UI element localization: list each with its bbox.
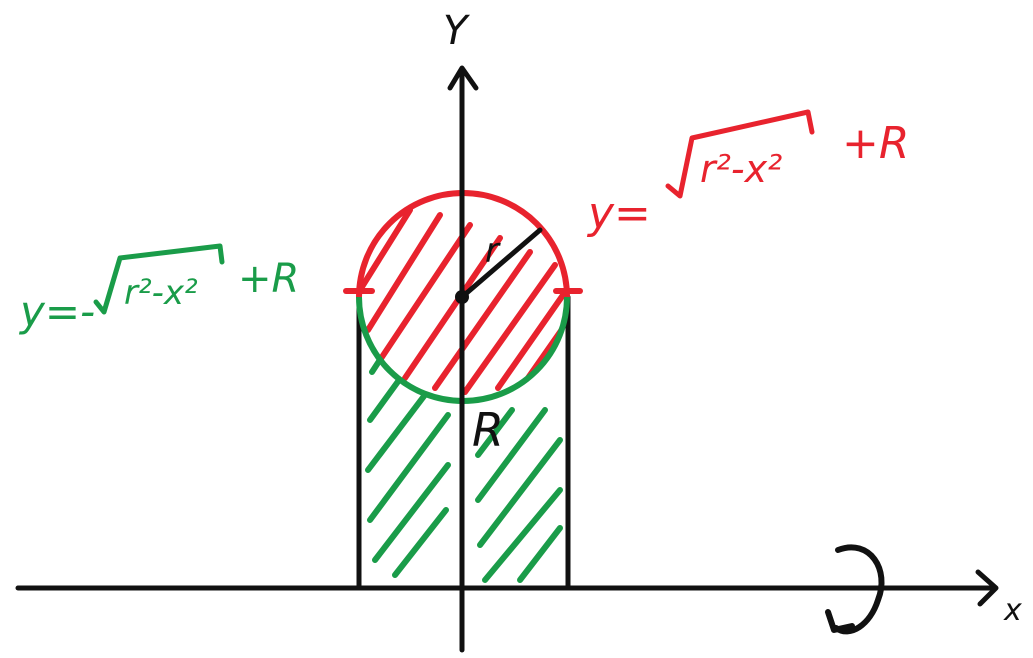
y-axis-label: Y (443, 8, 471, 54)
circle-hatching (360, 207, 566, 395)
lower-curve-radical-sign (93, 243, 225, 315)
lower-curve-radicand: r²-x² (124, 273, 198, 313)
upper-curve-suffix: +R (842, 118, 909, 169)
lower-region-hatching (365, 349, 563, 583)
big-radius-label: R (472, 403, 504, 457)
lower-curve-equation: y=- r²-x² +R (18, 243, 299, 336)
y-axis-arrowhead (447, 65, 479, 91)
upper-curve-equation: y= r²-x² +R (586, 109, 909, 239)
x-axis-arrowhead (975, 569, 999, 607)
upper-curve-radical-sign (665, 109, 815, 199)
small-radius-label: r (485, 231, 501, 271)
radius-line (459, 227, 543, 300)
upper-curve-radicand: r²-x² (700, 147, 782, 191)
x-axis-label: x (1003, 593, 1022, 628)
rotation-arrow-icon (825, 544, 885, 635)
lower-curve-prefix: y=- (18, 287, 95, 336)
lower-curve-suffix: +R (238, 256, 299, 302)
upper-curve-prefix: y= (586, 188, 651, 239)
